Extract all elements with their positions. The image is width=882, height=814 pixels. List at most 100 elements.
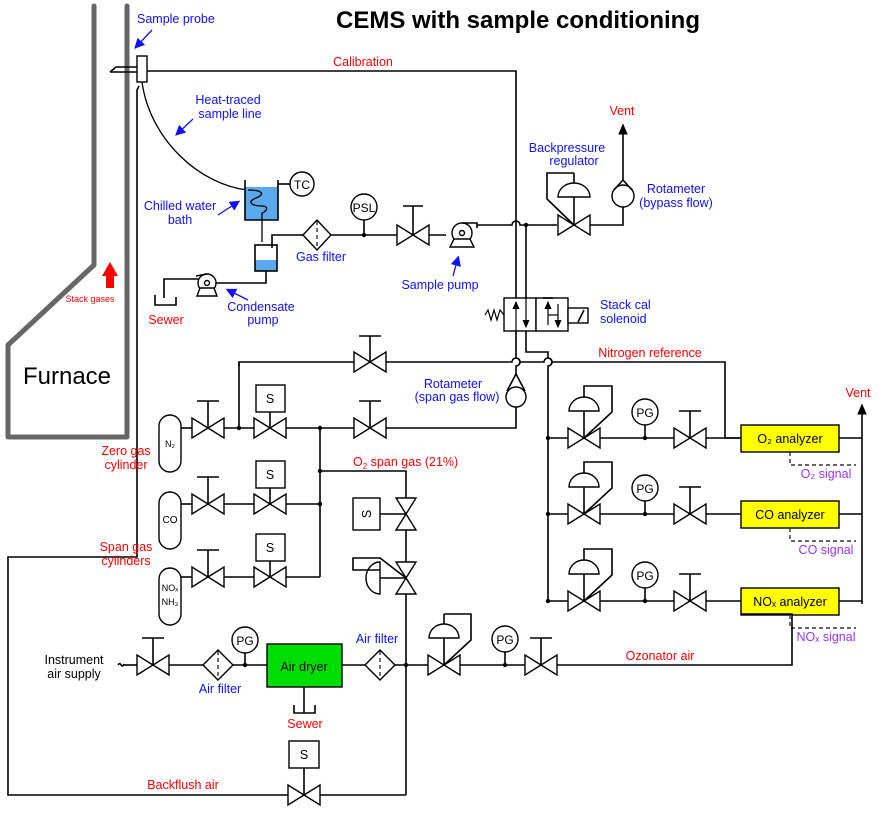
analyzer-signal-label: NOₓ signal [797, 630, 856, 644]
vent-label-top: Vent [609, 104, 635, 118]
dryer-sewer-label: Sewer [287, 717, 322, 731]
sample-pump-label: Sample pump [401, 278, 478, 292]
sewer-label-top: Sewer [148, 313, 183, 327]
nitrogen-ref-hand-valve[interactable] [353, 335, 387, 374]
cylinder-row-n2: S [181, 384, 320, 440]
analyzer-regulator-o2[interactable] [567, 385, 613, 450]
ozonator-hand-valve[interactable] [524, 637, 558, 677]
zero-gas-label-1: Zero gas [101, 444, 150, 458]
analyzer-hand-valve-co[interactable] [673, 486, 707, 526]
stack-and-furnace: Furnace Stack gases [5, 3, 130, 440]
o2-span-solenoid-valve[interactable]: S [352, 497, 418, 531]
analyzer-pg-nox [631, 561, 659, 589]
sample-hand-valve[interactable] [396, 205, 430, 247]
condensate-pump-label-1: Condensate [227, 300, 294, 314]
cylinder-hand-valve-nox[interactable] [191, 549, 225, 589]
nitrogen-ref-label: Nitrogen reference [598, 346, 702, 360]
condensate-pump-pointer [225, 288, 249, 301]
ozonator-air-regulator[interactable] [427, 613, 472, 677]
bypass-line [590, 207, 624, 226]
air-filter-2 [364, 649, 396, 681]
air-dryer: Air dryer [266, 643, 343, 688]
backflush-solenoid-valve[interactable]: S [287, 740, 321, 807]
analyzer-regulator-nox[interactable] [567, 548, 613, 613]
analyzer-label: CO analyzer [755, 508, 824, 522]
analyzer-regulator-co[interactable] [567, 461, 613, 526]
pg-tag: PG [636, 569, 653, 583]
analyzer-nox: NOₓ analyzer [740, 587, 840, 616]
stack-cal-solenoid[interactable] [484, 297, 589, 332]
sample-pump [448, 222, 478, 248]
span-gas-label-1: Span gas [100, 540, 153, 554]
ozonator-air-line [557, 613, 793, 666]
analyzer-co: CO analyzer [740, 500, 840, 529]
cylinder-nox-nh3: NOₓ NH₃ [158, 567, 182, 626]
ozonator-pg [491, 625, 519, 653]
rotameter-bypass-label-1: Rotameter [647, 182, 705, 196]
cylinder-hand-valve-co[interactable] [191, 476, 225, 516]
analyzer-hand-valve-o2[interactable] [673, 410, 707, 450]
sample-line-label-1: Heat-traced [195, 93, 260, 107]
pg-tag: PG [636, 406, 653, 420]
analyzer-o2: O₂ analyzer [740, 424, 840, 453]
cylinder-solenoid-valve-co[interactable]: S [253, 460, 287, 516]
stack-gases-label: Stack gases [65, 294, 115, 304]
psl-switch [350, 193, 378, 221]
solenoid-tag: S [266, 392, 274, 406]
sample-to-analyzers [525, 331, 553, 600]
probe-pointer [134, 29, 153, 49]
backpressure-regulator[interactable] [546, 172, 591, 237]
air-pg-1 [231, 626, 259, 654]
stack-gas-flow-arrow [102, 262, 118, 288]
cylinder-nh3-label: NH₃ [162, 597, 179, 607]
rotameter-span-label-1: Rotameter [424, 377, 482, 391]
sample-probe-label: Sample probe [137, 12, 215, 26]
n2-tee [236, 425, 242, 431]
chilled-water-bath: TC [244, 171, 315, 242]
backflush-solenoid-tag: S [300, 748, 308, 762]
ozonator-pg-tag: PG [496, 633, 513, 647]
furnace-label: Furnace [23, 363, 111, 390]
o2-span-regulator[interactable] [352, 557, 418, 595]
analyzer-label: NOₓ analyzer [753, 595, 827, 609]
analyzer-pg-o2 [631, 398, 659, 426]
cylinder-nox-label: NOₓ [162, 583, 179, 593]
analyzer-pg-co [631, 474, 659, 502]
o2-span-line [320, 470, 407, 498]
air-supply-break [117, 662, 125, 667]
signal-line-o2 [789, 452, 856, 466]
cylinder-valve-rows: S S S [181, 384, 320, 589]
cylinder-solenoid-valve-n2[interactable]: S [253, 384, 287, 440]
air-pg-1-tag: PG [236, 634, 253, 648]
nitrogen-reference-line [238, 357, 741, 439]
cylinder-solenoid-valve-nox[interactable]: S [253, 533, 287, 589]
sample-line-label-2: sample line [198, 107, 261, 121]
signal-line-co [789, 528, 856, 542]
heat-traced-sample-line [141, 81, 249, 191]
chiller-label-1: Chilled water [144, 199, 216, 213]
analyzer-signal-label: O₂ signal [801, 467, 852, 481]
analyzer-row-o2: PG O₂ analyzer O₂ signal [545, 385, 862, 481]
signal-line-nox [789, 615, 856, 629]
air-filter-2-label: Air filter [356, 632, 398, 646]
analyzer-vent-label: Vent [845, 386, 871, 400]
analyzer-label: O₂ analyzer [757, 432, 822, 446]
air-supply-hand-valve[interactable] [136, 637, 170, 677]
span-gas-label-2: cylinders [101, 554, 150, 568]
pump-discharge-line [477, 220, 557, 226]
analyzer-hand-valve-nox[interactable] [673, 573, 707, 613]
rotameter-bypass-label-2: (bypass flow) [639, 196, 713, 210]
condensate-pump [163, 271, 267, 298]
bpr-label-1: Backpressure [529, 141, 605, 155]
solenoid-tag: S [266, 468, 274, 482]
cylinder-row-co: S [181, 460, 320, 516]
cal-gas-return [515, 331, 521, 370]
cylinder-co: CO [158, 491, 182, 550]
span-gas-hand-valve[interactable] [353, 400, 387, 440]
rotameter-span [505, 370, 527, 408]
cylinder-hand-valve-n2[interactable] [191, 400, 225, 440]
zero-gas-label-2: cylinder [104, 458, 147, 472]
